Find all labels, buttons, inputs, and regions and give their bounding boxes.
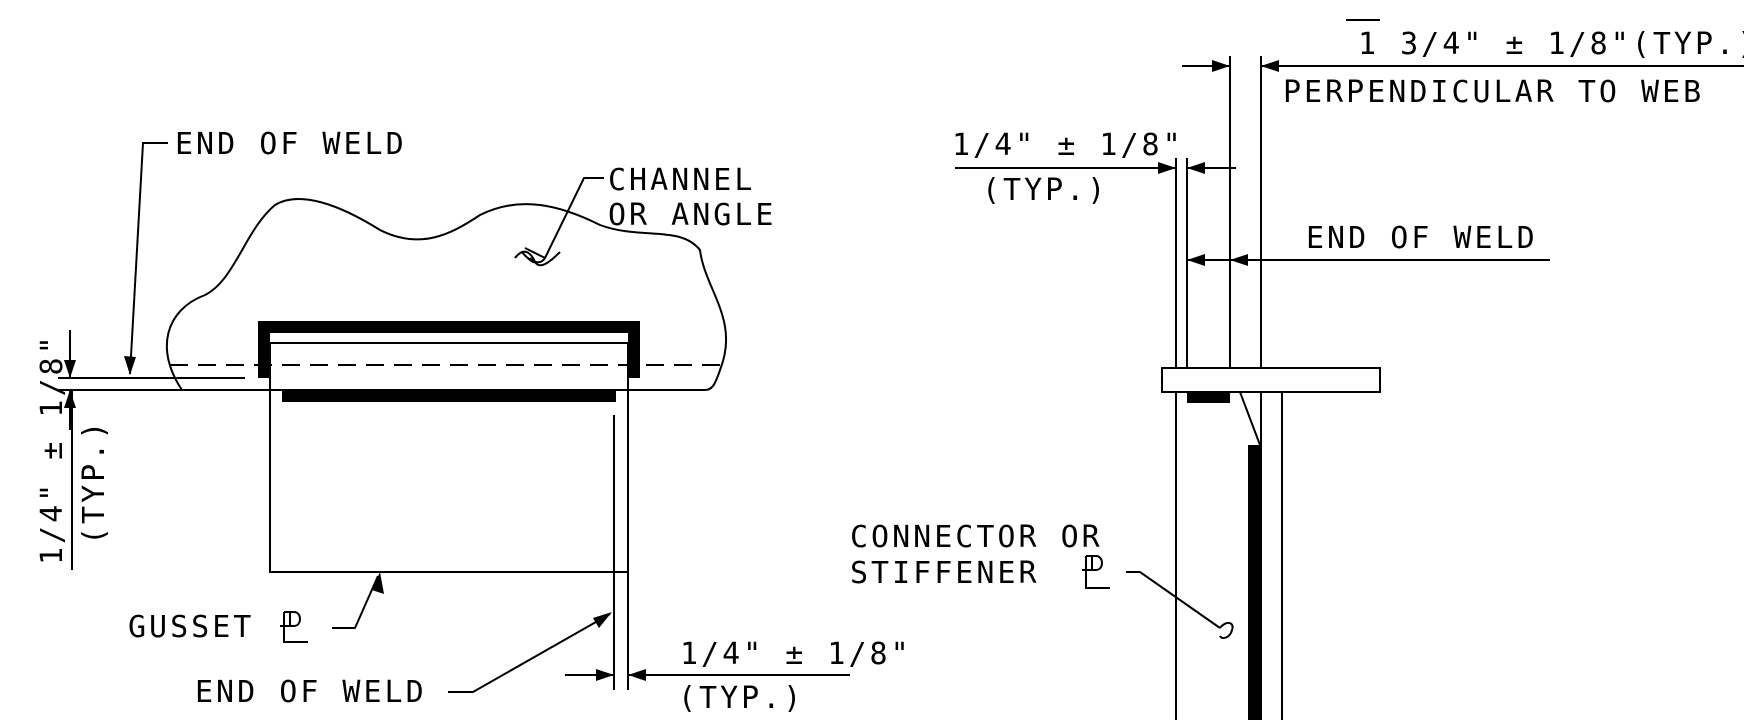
arrowhead-gusset (372, 572, 384, 594)
plate-symbol-gusset (280, 611, 308, 643)
stiffener-weld (1248, 445, 1260, 720)
leader-end-of-weld-top (129, 142, 168, 375)
arrowhead-small-right (1158, 162, 1176, 174)
arrowhead-top-right (1212, 60, 1230, 72)
arrowhead-end-weld-right-b (1230, 254, 1248, 266)
leader-end-of-weld-bottom (448, 613, 611, 693)
arrowhead-bottom-left (628, 669, 646, 681)
label-left-dim: 1/4" ± 1/8" (35, 333, 70, 565)
arrowhead-end-weld-right-a (1187, 254, 1205, 266)
arrowhead-top-left (1261, 60, 1279, 72)
leader-connector (1126, 571, 1221, 629)
weld-diagonal (1239, 391, 1261, 446)
gusset-plate (269, 342, 629, 573)
label-bottom-typ: (TYP.) (678, 681, 804, 716)
label-end-of-weld-right: END OF WELD (1306, 221, 1538, 256)
label-gusset: GUSSET (128, 610, 254, 645)
arrowhead-down (64, 360, 76, 378)
label-small-dim: 1/4" ± 1/8" (952, 128, 1184, 163)
label-end-of-weld-bottom: END OF WELD (195, 675, 427, 710)
left-detail: END OF WELD CHANNEL OR ANGLE 1/4" ± 1/8"… (35, 127, 912, 716)
weld-under-flange (1187, 392, 1230, 403)
arrowhead-leader-top (124, 356, 136, 375)
label-top-dim: 1 3/4" ± 1/8"(TYP.) (1358, 27, 1744, 62)
label-end-of-weld-top: END OF WELD (175, 127, 407, 162)
arrowhead-bottom-right (596, 669, 614, 681)
leader-gusset (332, 575, 379, 629)
weld-bead-top (258, 321, 640, 378)
left-vertical-dim-text: 1/4" ± 1/8" (TYP.) (35, 333, 112, 570)
label-channel-line1: CHANNEL (608, 163, 755, 198)
label-perpendicular: PERPENDICULAR TO WEB (1283, 75, 1704, 110)
label-small-typ: (TYP.) (982, 173, 1108, 208)
leader-connector-squiggle (1219, 622, 1234, 639)
arrowhead-end-weld-bottom (593, 612, 612, 628)
channel-break-outline (166, 198, 728, 391)
label-left-typ: (TYP.) (77, 419, 112, 545)
plate-symbol-connector (1082, 555, 1110, 589)
right-detail: 1 3/4" ± 1/8"(TYP.) PERPENDICULAR TO WEB… (850, 27, 1744, 720)
arrowhead-small-left (1187, 162, 1205, 174)
flange-plate (1161, 367, 1381, 393)
label-bottom-dim: 1/4" ± 1/8" (680, 637, 912, 672)
label-connector-line2: STIFFENER (850, 556, 1040, 591)
label-connector-line1: CONNECTOR OR (850, 520, 1103, 555)
label-channel-line2: OR ANGLE (608, 198, 777, 233)
leader-channel-squiggle (514, 250, 561, 267)
